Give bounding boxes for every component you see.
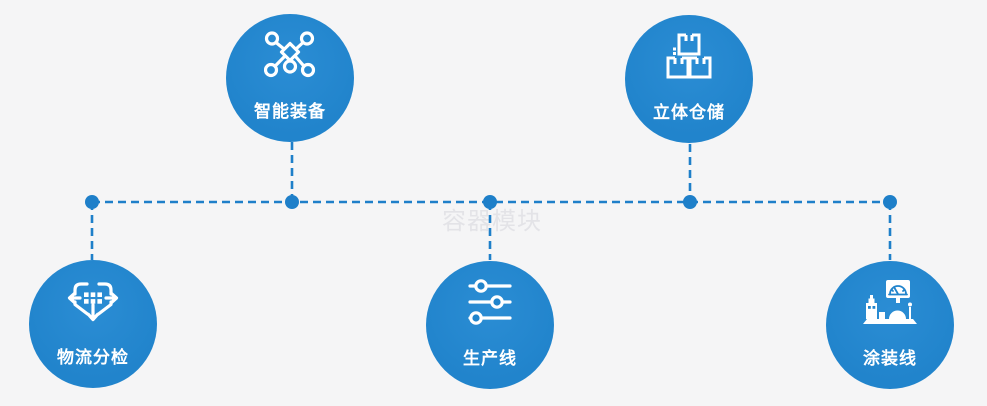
node-production-line: 生产线 [426, 261, 554, 389]
junction-dot [85, 195, 99, 209]
machine-monitor-icon [862, 278, 918, 324]
sliders-icon [464, 278, 516, 326]
junction-dot [483, 195, 497, 209]
node-coating-line: 涂装线 [826, 261, 954, 389]
node-smart-equipment: 智能装备 [226, 14, 354, 142]
node-stereo-warehouse: 立体仓储 [625, 15, 753, 143]
stacked-boxes-icon [663, 32, 715, 80]
node-label: 物流分检 [57, 348, 129, 367]
junction-dot [683, 195, 697, 209]
node-label: 涂装线 [863, 349, 917, 368]
node-label: 生产线 [463, 349, 517, 368]
node-label: 智能装备 [254, 102, 326, 121]
network-nodes-icon [263, 31, 316, 79]
watermark-text: 容器模块 [442, 208, 542, 235]
sorting-arrows-icon [67, 277, 119, 325]
node-logistics-sorting: 物流分检 [29, 260, 157, 388]
node-label: 立体仓储 [653, 103, 725, 122]
junction-dot [285, 195, 299, 209]
junction-dot [883, 195, 897, 209]
